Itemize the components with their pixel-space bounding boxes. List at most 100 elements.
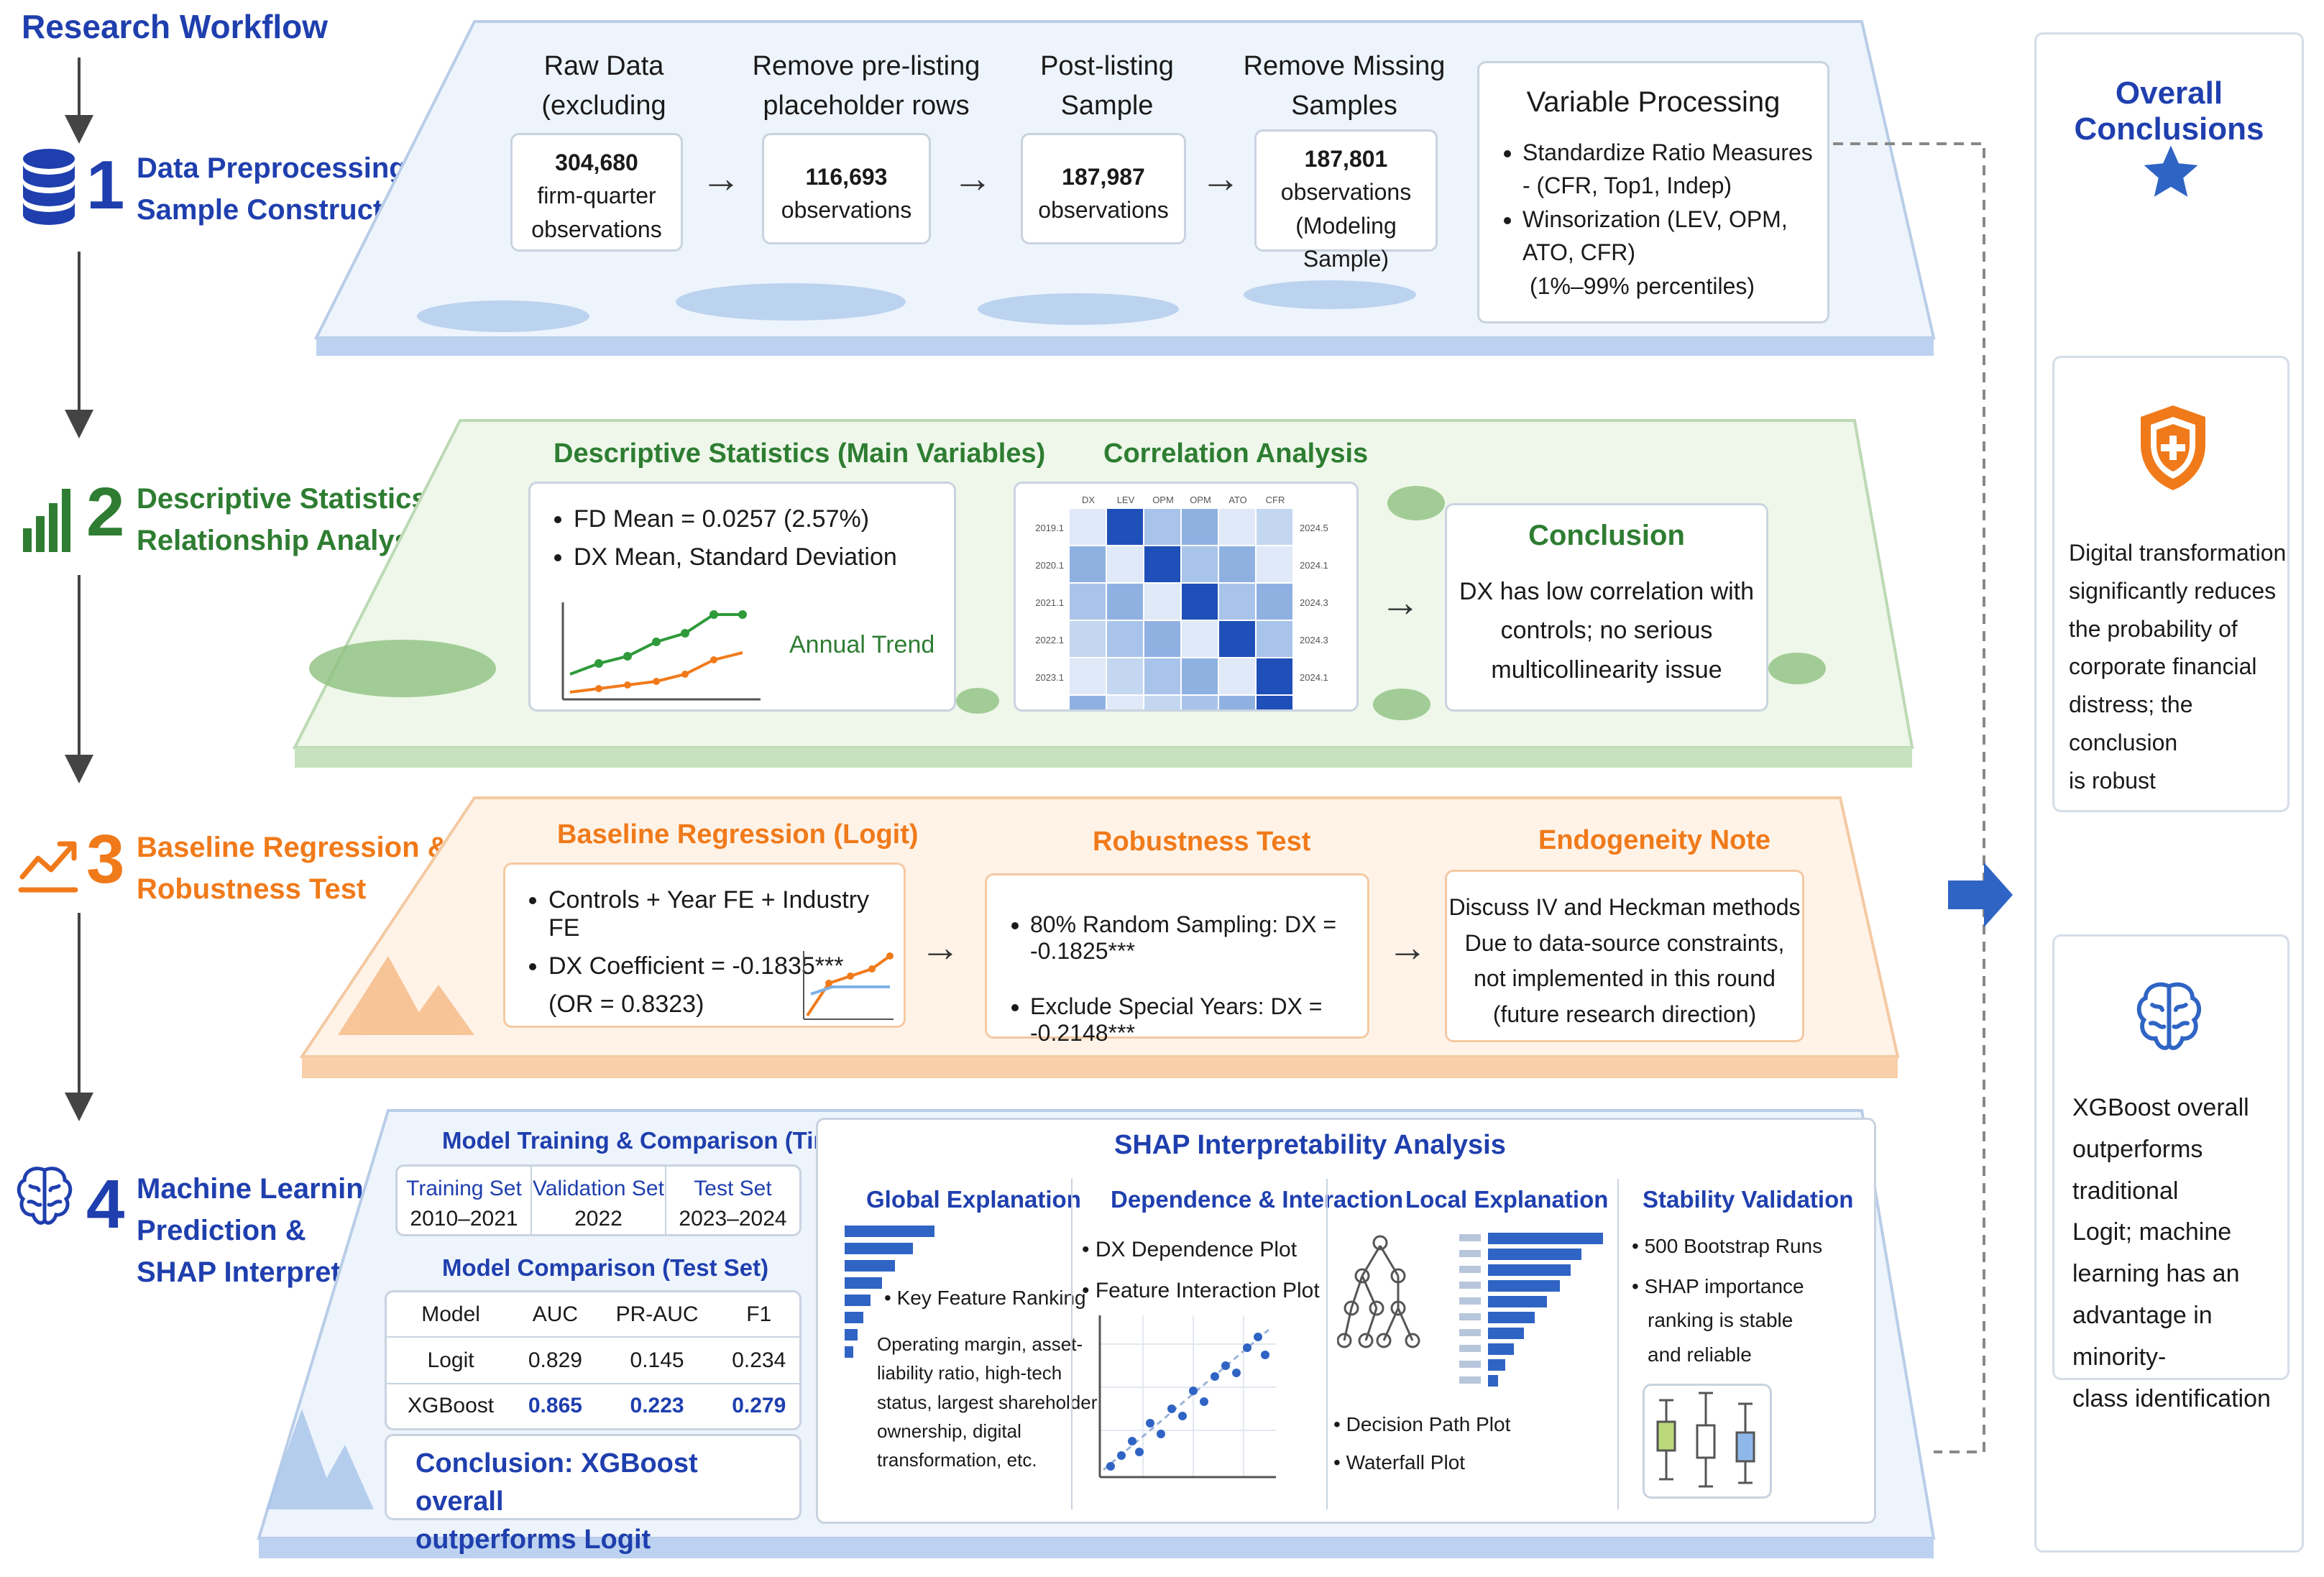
desc-stats-card: FD Mean = 0.0257 (2.57%) DX Mean, Standa…	[528, 482, 956, 712]
heatmap-cell	[1219, 584, 1255, 620]
heatmap-cell	[1144, 509, 1180, 545]
shap-divider	[1071, 1179, 1073, 1509]
correlation-heatmap: DXLEVOPMOPMATOCFRDXLEVIVOPuATOCFR2019.12…	[1035, 495, 1328, 748]
heatmap-right-label: 2024.1	[1300, 560, 1328, 571]
heatmap-col-label: CFR	[1266, 495, 1285, 505]
desc-stats-title: Descriptive Statistics (Main Variables)	[554, 438, 1046, 469]
shap-title: SHAP Interpretability Analysis	[1114, 1130, 1506, 1160]
heatmap-cell	[1144, 584, 1180, 620]
correlation-card: DXLEVOPMOPMATOCFRDXLEVIVOPuATOCFR2019.12…	[1014, 482, 1359, 748]
global-explanation-title: Global Explanation	[866, 1186, 1081, 1213]
heatmap-cell	[1182, 546, 1218, 582]
heatmap-cell	[1257, 509, 1292, 545]
heatmap-cell	[1144, 621, 1180, 657]
heatmap-row-label: 2021.1	[1035, 597, 1064, 608]
heatmap-right-label: 2024.3	[1300, 597, 1328, 608]
heatmap-cell	[1219, 658, 1255, 694]
heatmap-row-label: 2023.1	[1035, 672, 1064, 683]
heatmap-cell	[1257, 546, 1292, 582]
heatmap-right-label: 2024.1	[1300, 672, 1328, 683]
step-arrow: →	[701, 155, 741, 201]
annual-trend-chart	[561, 602, 761, 701]
heatmap-cell	[1107, 658, 1143, 694]
corr-arrow: →	[1380, 579, 1420, 625]
heatmap-cell	[1070, 696, 1106, 732]
stability-items: • 500 Bootstrap Runs • SHAP importance r…	[1632, 1235, 1823, 1366]
robustness-title: Robustness Test	[1093, 827, 1311, 857]
heatmap-row-label: 2020.1	[1035, 560, 1064, 571]
heatmap-cell	[1070, 546, 1106, 582]
waterfall-chart	[1459, 1233, 1603, 1387]
robustness-arrow: →	[1387, 924, 1428, 970]
boxplot-card	[1643, 1384, 1772, 1499]
heatmap-col-label: OPM	[1152, 495, 1174, 505]
brain-icon	[2136, 982, 2202, 1050]
heatmap-cell	[1257, 696, 1292, 732]
heatmap-cell	[1070, 509, 1106, 545]
stage-4-number: 4	[86, 1166, 125, 1243]
database-icon	[23, 149, 75, 225]
heatmap-cell	[1144, 658, 1180, 694]
heatmap-cell	[1107, 509, 1143, 545]
heatmap-cell	[1070, 621, 1106, 657]
heatmap-right-label: 2024.5	[1300, 523, 1328, 533]
heatmap-cell	[1107, 584, 1143, 620]
heatmap-cell	[1219, 696, 1255, 732]
baseline-card: Controls + Year FE + Industry FE DX Coef…	[503, 863, 906, 1028]
stage-2-number: 2	[86, 474, 125, 551]
heatmap-cell	[1107, 546, 1143, 582]
dependence-scatter	[1098, 1315, 1276, 1479]
conclusions-title: Overall Conclusions	[2074, 75, 2264, 147]
local-explanation-title: Local Explanation	[1405, 1186, 1609, 1213]
robustness-card: 80% Random Sampling: DX = -0.1825*** Exc…	[985, 873, 1369, 1046]
global-bar-chart	[845, 1226, 934, 1358]
stage-1-number: 1	[86, 147, 125, 224]
heatmap-cell	[1219, 509, 1255, 545]
heatmap-cell	[1182, 621, 1218, 657]
heatmap-row-label: 2019.1	[1035, 523, 1064, 533]
heatmap-col-label: DX	[1082, 495, 1095, 505]
heatmap-cell	[1107, 621, 1143, 657]
heatmap-cell	[1182, 696, 1218, 732]
heatmap-cell	[1144, 696, 1180, 732]
heatmap-col-label: LEV	[1117, 495, 1135, 505]
baseline-mini-chart	[803, 951, 894, 1020]
heatmap-cell	[1182, 584, 1218, 620]
heatmap-cell	[1219, 621, 1255, 657]
heatmap-row-label: 2022.1	[1035, 635, 1064, 645]
heatmap-cell	[1257, 621, 1292, 657]
heatmap-cell	[1182, 658, 1218, 694]
brain-icon	[17, 1167, 73, 1225]
stage-3-label: Baseline Regression &Robustness Test	[137, 832, 449, 905]
stage-3-number: 3	[86, 821, 125, 898]
heatmap-cell	[1144, 546, 1180, 582]
shap-divider	[1617, 1179, 1619, 1509]
correlation-title: Correlation Analysis	[1103, 438, 1369, 469]
heatmap-cell	[1107, 696, 1143, 732]
workflow-title: Research Workflow	[22, 8, 329, 45]
dependence-title: Dependence & Interaction	[1111, 1186, 1404, 1213]
baseline-title: Baseline Regression (Logit)	[557, 819, 919, 850]
heatmap-cell	[1070, 658, 1106, 694]
star-icon	[2144, 145, 2198, 197]
step-arrow: →	[952, 155, 993, 201]
heatmap-right-label: 2024.3	[1300, 635, 1328, 645]
boxplot-chart	[1656, 1392, 1755, 1488]
global-text: Operating margin, asset-liability ratio,…	[877, 1333, 1098, 1471]
heatmap-cell	[1182, 509, 1218, 545]
